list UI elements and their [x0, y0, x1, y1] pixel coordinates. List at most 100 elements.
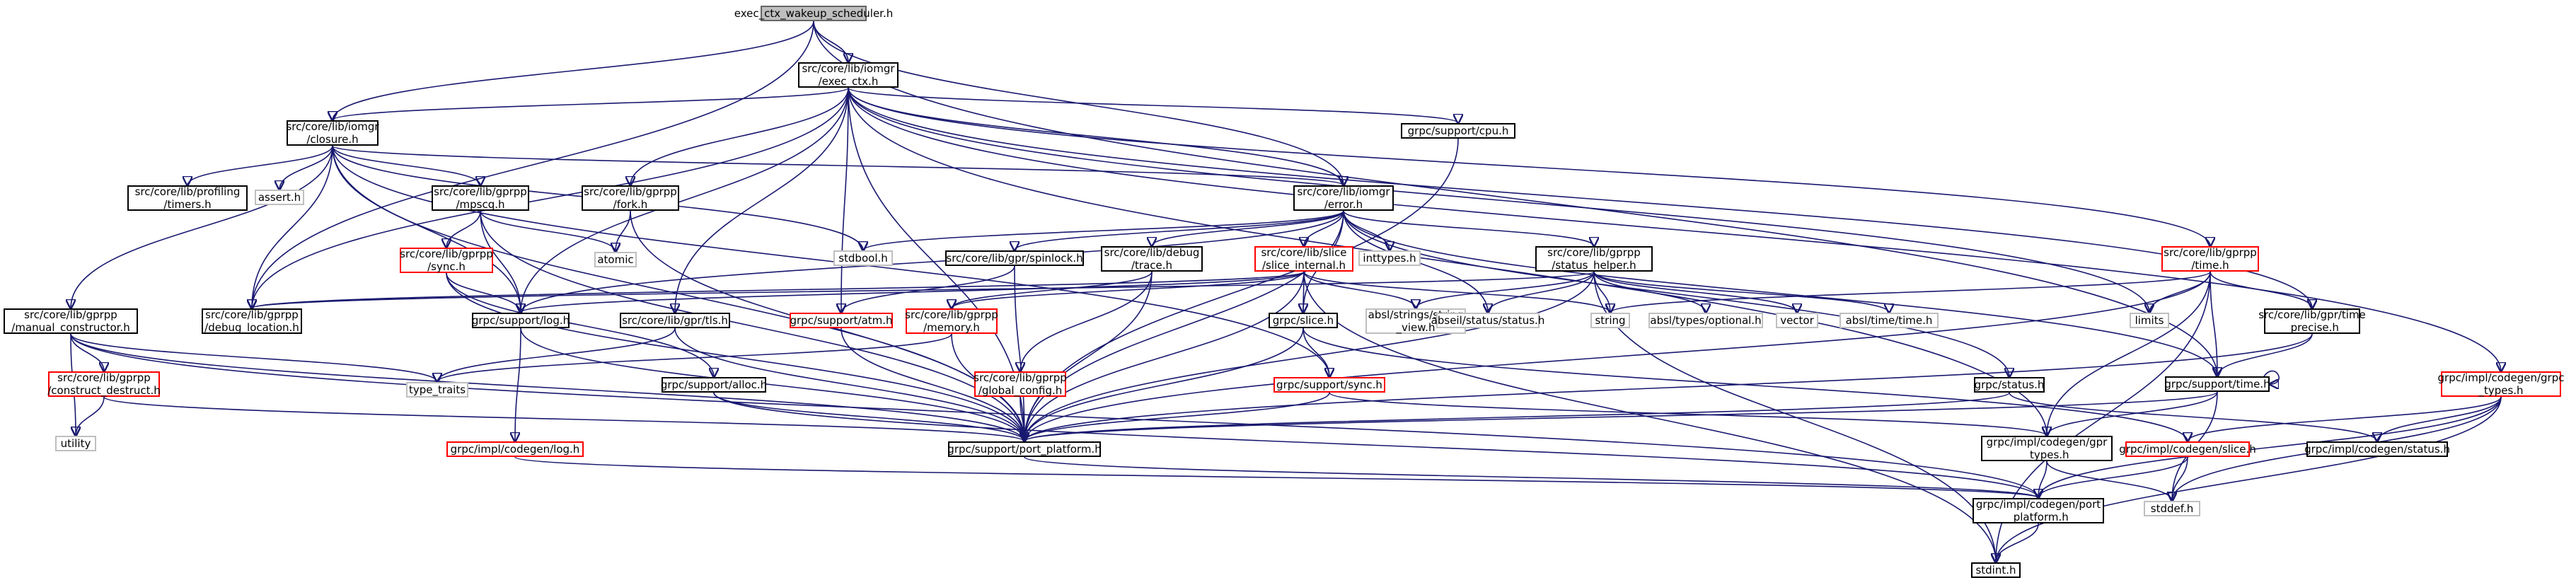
node-sync-gprpp[interactable]: src/core/lib/gprpp /sync.h	[400, 248, 493, 273]
node-codegen-slice[interactable]: grpc/impl/codegen/slice.h	[2119, 441, 2256, 457]
node-global-config[interactable]: src/core/lib/gprpp /global_config.h	[974, 371, 1067, 397]
node-time-gprpp[interactable]: src/core/lib/gprpp /time.h	[2161, 246, 2259, 272]
edge-tls-to-type-traits	[437, 328, 676, 382]
edge-time-gprpp-to-port-platform	[1024, 271, 2211, 441]
node-log[interactable]: grpc/support/log.h	[471, 313, 570, 328]
edge-codegen-log-to-codegen-port-platform	[514, 456, 2038, 498]
node-slice-internal[interactable]: src/core/lib/slice /slice_internal.h	[1254, 246, 1353, 272]
edge-log-to-codegen-log	[515, 328, 521, 441]
edge-slice-internal-to-port-platform	[1024, 271, 1305, 441]
edge-exec-ctx-to-log	[521, 87, 849, 313]
edge-closure-to-profiling-timers	[187, 145, 333, 185]
edge-time-gprpp-to-support-time	[2210, 271, 2217, 376]
edge-support-time-self	[2263, 370, 2280, 384]
node-spinlock[interactable]: src/core/lib/gpr/spinlock.h	[945, 250, 1084, 266]
node-manual-constructor[interactable]: src/core/lib/gprpp /manual_constructor.h	[4, 308, 138, 334]
node-error[interactable]: src/core/lib/iomgr /error.h	[1293, 185, 1394, 211]
edge-manual-constructor-to-port-platform	[70, 333, 1024, 441]
edge-sync-gprpp-to-alloc	[446, 272, 714, 377]
edge-slice-h-to-port-platform	[1024, 328, 1304, 441]
edge-grpc-types-to-stdint	[1996, 396, 2502, 562]
node-closure[interactable]: src/core/lib/iomgr /closure.h	[286, 120, 379, 146]
node-codegen-port-platform[interactable]: grpc/impl/codegen/port _platform.h	[1973, 498, 2104, 523]
node-atomic[interactable]: atomic	[594, 252, 637, 267]
edge-status-helper-to-port-platform	[1024, 271, 1595, 441]
node-inttypes[interactable]: inttypes.h	[1358, 250, 1421, 266]
node-root: exec_ctx_wakeup_scheduler.h	[734, 6, 894, 21]
node-slice-h[interactable]: grpc/slice.h	[1269, 313, 1338, 328]
node-status-h[interactable]: grpc/status.h	[1974, 377, 2045, 393]
node-codegen-log[interactable]: grpc/impl/codegen/log.h	[446, 441, 584, 457]
node-profiling-timers[interactable]: src/core/lib/profiling /timers.h	[127, 185, 248, 211]
edge-closure-to-log	[332, 145, 521, 313]
node-utility[interactable]: utility	[55, 436, 96, 451]
edge-status-helper-to-debug-location	[252, 271, 1595, 308]
edge-exec-ctx-to-cpu	[848, 87, 1458, 123]
node-fork[interactable]: src/core/lib/gprpp /fork.h	[582, 185, 679, 211]
edge-codegen-slice-to-stddef	[2172, 456, 2188, 501]
node-assert[interactable]: assert.h	[255, 190, 304, 205]
edge-memory-to-type-traits	[437, 333, 952, 382]
node-cpu[interactable]: grpc/support/cpu.h	[1401, 123, 1515, 139]
edge-closure-to-assert	[279, 145, 333, 190]
edge-exec-ctx-to-atm	[841, 87, 849, 313]
edge-port-platform-to-codegen-port-platform	[1024, 456, 2038, 498]
edge-error-to-debug-trace	[1152, 210, 1344, 246]
node-construct-destruct[interactable]: src/core/lib/gprpp /construct_destruct.h	[47, 371, 161, 397]
edge-closure-to-debug-location	[252, 145, 333, 308]
node-status-status[interactable]: abseil/status/status.h	[1431, 313, 1545, 328]
edge-slice-internal-to-memory	[952, 271, 1305, 308]
node-string[interactable]: string	[1590, 313, 1630, 328]
node-mpscq[interactable]: src/core/lib/gprpp /mpscq.h	[432, 185, 529, 211]
edge-error-to-slice-internal	[1304, 210, 1344, 246]
node-exec-ctx[interactable]: src/core/lib/iomgr /exec_ctx.h	[798, 62, 899, 88]
node-stdint[interactable]: stdint.h	[1971, 562, 2021, 578]
edge-atm-to-port-platform	[841, 328, 1024, 441]
node-debug-trace[interactable]: src/core/lib/debug /trace.h	[1101, 246, 1203, 272]
edge-error-to-status-h	[1343, 210, 2009, 377]
edge-debug-trace-to-memory	[952, 271, 1153, 308]
edge-tls-to-port-platform	[674, 328, 1024, 441]
node-vector[interactable]: vector	[1776, 313, 1818, 328]
edge-mpscq-to-atomic	[480, 210, 616, 252]
node-limits[interactable]: limits	[2130, 313, 2169, 328]
edge-exec-ctx-to-limits	[848, 87, 2149, 313]
edge-time-precise-to-port-platform	[1024, 333, 2313, 441]
node-support-time[interactable]: grpc/support/time.h	[2164, 376, 2270, 392]
edge-status-h-to-port-platform	[1024, 392, 2010, 441]
node-type-traits[interactable]: type_traits	[406, 382, 468, 398]
edge-error-to-log	[521, 210, 1344, 313]
node-optional[interactable]: absl/types/optional.h	[1648, 313, 1763, 328]
node-stdbool[interactable]: stdbool.h	[833, 250, 893, 266]
edge-grpc-types-to-codegen-slice	[2188, 396, 2502, 441]
edge-log-to-port-platform	[520, 328, 1024, 441]
node-port-platform[interactable]: grpc/support/port_platform.h	[947, 441, 1102, 457]
edge-sync-support-to-gpr-types	[1329, 392, 2047, 436]
node-atm[interactable]: grpc/support/atm.h	[790, 313, 893, 328]
edge-closure-to-manual-constructor	[71, 145, 333, 308]
node-absl-time[interactable]: absl/time/time.h	[1839, 313, 1939, 328]
node-time-precise[interactable]: src/core/lib/gpr/time _precise.h	[2258, 308, 2366, 334]
edge-exec-ctx-to-time-gprpp	[848, 87, 2210, 246]
node-status-helper[interactable]: src/core/lib/gprpp /status_helper.h	[1535, 246, 1653, 272]
node-tls[interactable]: src/core/lib/gpr/tls.h	[620, 313, 730, 328]
edge-exec-ctx-to-tls	[675, 87, 849, 313]
edge-alloc-to-codegen-port-platform	[713, 392, 2038, 498]
node-alloc[interactable]: grpc/support/alloc.h	[660, 377, 768, 393]
edge-grpc-types-to-codegen-status	[2377, 396, 2502, 441]
edge-slice-internal-to-log	[521, 271, 1305, 313]
edge-root-to-debug-location	[252, 21, 814, 308]
node-memory[interactable]: src/core/lib/gprpp /memory.h	[905, 308, 998, 334]
edge-construct-destruct-to-utility	[76, 396, 105, 436]
edge-error-to-status-helper	[1343, 210, 1594, 246]
node-sync-support[interactable]: grpc/support/sync.h	[1273, 377, 1385, 393]
node-grpc-types[interactable]: grpc/impl/codegen/grpc _types.h	[2437, 371, 2565, 397]
edge-mpscq-to-port-platform	[480, 210, 1024, 441]
node-gpr-types[interactable]: grpc/impl/codegen/gpr _types.h	[1981, 436, 2113, 461]
edge-status-helper-to-string-view	[1416, 271, 1595, 308]
node-stddef[interactable]: stddef.h	[2144, 501, 2200, 516]
edge-spinlock-to-port-platform	[1014, 265, 1024, 441]
node-codegen-status[interactable]: grpc/impl/codegen/status.h	[2304, 441, 2450, 457]
node-debug-location[interactable]: src/core/lib/gprpp /debug_location.h	[202, 308, 302, 334]
